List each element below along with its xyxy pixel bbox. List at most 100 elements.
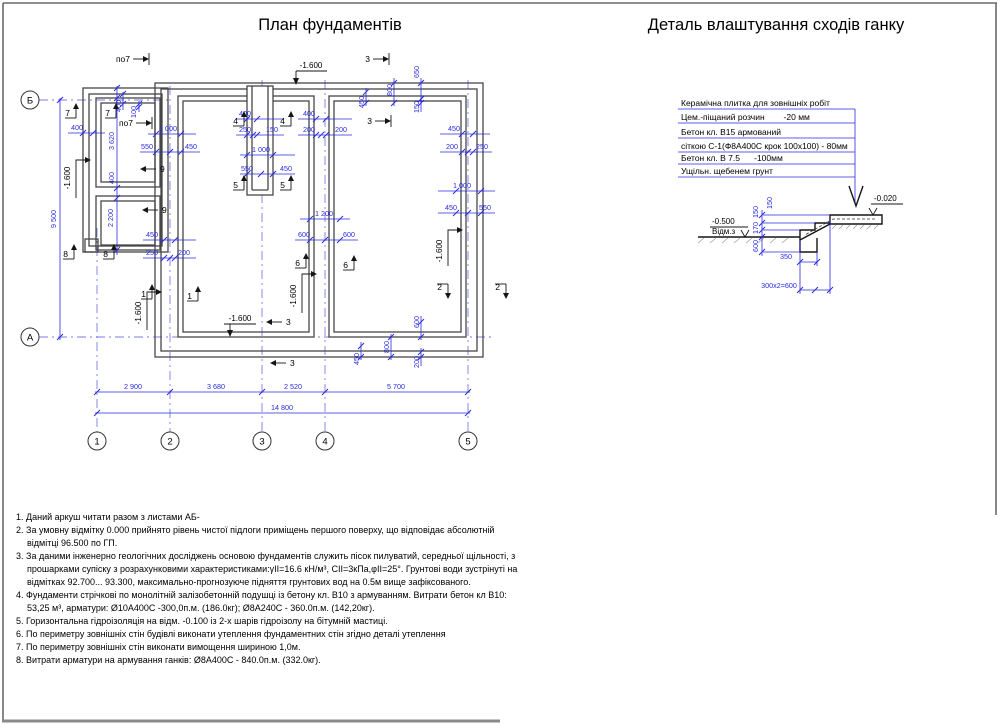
dim-label: 5 700 (387, 382, 405, 391)
dimension-tick (135, 100, 143, 108)
hatch-tick (709, 237, 717, 244)
layer-label: Цем.-піщаний розчин -20 мм (681, 112, 810, 122)
dimension-tick (452, 187, 460, 195)
section-marker-flag (241, 175, 247, 181)
dim-label: -0.500 (712, 217, 735, 226)
dim-label: 400 (303, 109, 315, 118)
foundation-walls (82, 82, 484, 358)
dimension-tick (811, 286, 819, 294)
dim-label: 400 (71, 123, 83, 132)
dim-label: 150 (765, 197, 774, 209)
dimension-tick (89, 129, 97, 137)
axis-bubble (458, 431, 478, 451)
dimension-tick (56, 96, 64, 104)
dim-label: 450 (448, 124, 460, 133)
dimension-tick (758, 219, 766, 227)
dimension-tick (464, 409, 472, 417)
dim-label: 300x2=600 (761, 281, 797, 290)
section-marker-flag (303, 253, 309, 259)
axis-bubble (160, 431, 180, 451)
dim-label: -1.600 (63, 166, 72, 189)
section-marker-flag (288, 111, 294, 117)
hatch-tick (845, 224, 851, 230)
dimension-tick (258, 388, 266, 396)
hatch-tick (866, 224, 872, 230)
dimension-tick (758, 226, 766, 234)
layer-label: Ущільн. щебенем грунт (681, 166, 773, 176)
section-marker-flag (503, 293, 509, 299)
dim-label: 600 (751, 240, 760, 252)
dim-label: 2 900 (124, 382, 142, 391)
dim-label: 250 (239, 125, 251, 134)
dimension-tick (152, 148, 160, 156)
dimension-tick (417, 333, 425, 341)
section-marker-label: 9 (162, 205, 167, 215)
dim-label: 200 (303, 125, 315, 134)
dimension-tick (357, 342, 365, 350)
leader-arrowhead (848, 185, 864, 209)
dimension-tick (166, 254, 174, 262)
section-marker-label: 8 (103, 249, 108, 259)
dim-label: 150 (266, 125, 278, 134)
section-marker-label: 2 (437, 282, 442, 292)
dim-label: 800 (382, 341, 391, 353)
dim-label: 150 (412, 101, 421, 113)
detail-title: Деталь влаштування сходів ганку (648, 16, 905, 34)
hatch-tick (721, 237, 729, 244)
dimension-tick (166, 148, 174, 156)
section-marker-label: 1 (187, 291, 192, 301)
section-marker-flag (71, 244, 77, 250)
dimension-tick (113, 184, 121, 192)
dimension-tick (253, 115, 261, 123)
layer-labels: Керамічна плитка для зовнішніх робітЦем.… (681, 98, 848, 176)
layer-label: Бетон кл. В 7.5 -100мм (681, 153, 783, 163)
dimension-tick (417, 95, 425, 103)
hatch-tick (733, 237, 741, 244)
dimension-tick (135, 103, 143, 111)
dim-label: 3 680 (207, 382, 225, 391)
dim-label: 400 (114, 100, 123, 112)
section-marker-flag (73, 103, 79, 109)
dimension-tick (417, 318, 425, 326)
axis-bubble-label: 2 (167, 437, 172, 448)
section-marker-label: 3 (290, 358, 295, 368)
note-item: 8. Витрати арматури на армування ганків:… (16, 655, 321, 665)
dimension-tick (171, 236, 179, 244)
section-marker-flag (113, 103, 119, 109)
dim-label: 3 620 (107, 132, 116, 150)
dimension-tick (306, 236, 314, 244)
dim-label: 600 (343, 230, 355, 239)
layer-label: Бетон кл. B15 армований (681, 127, 781, 137)
dim-label: 150 (751, 206, 760, 218)
dim-label: 1 000 (252, 145, 270, 154)
dim-label: 600 (412, 316, 421, 328)
detail-labels: 150150170600350300x2=600-0.500Відм.з-0.0… (712, 194, 897, 290)
dimension-tick (390, 79, 398, 87)
dimension-tick (93, 409, 101, 417)
dimension-tick (312, 131, 320, 139)
section-marker-label: 7 (105, 108, 110, 118)
dimension-tick (362, 99, 370, 107)
dim-label: 250 (476, 142, 488, 151)
dimension-tick (477, 187, 485, 195)
dimension-tick (56, 333, 64, 341)
note-item: 5. Горизонтальна гідроізоляція на відм. … (16, 616, 388, 626)
section-marker-label: 4 (233, 116, 238, 126)
axis-bubble (87, 431, 107, 451)
dimension-tick (113, 194, 121, 202)
dim-label: -1.600 (435, 239, 444, 262)
dimension-tick (758, 248, 766, 256)
hatch-tick (757, 237, 765, 244)
dimension-tick (464, 388, 472, 396)
dimension-tick (152, 130, 160, 138)
dimension-tick (390, 99, 398, 107)
dim-label: 170 (751, 222, 760, 234)
dim-label: 200 (178, 248, 190, 257)
axis-bubble (315, 431, 335, 451)
dimension-tick (79, 129, 87, 137)
section-marker-flag (140, 166, 146, 172)
section-marker-flag (111, 244, 117, 250)
dimension-tick (758, 211, 766, 219)
